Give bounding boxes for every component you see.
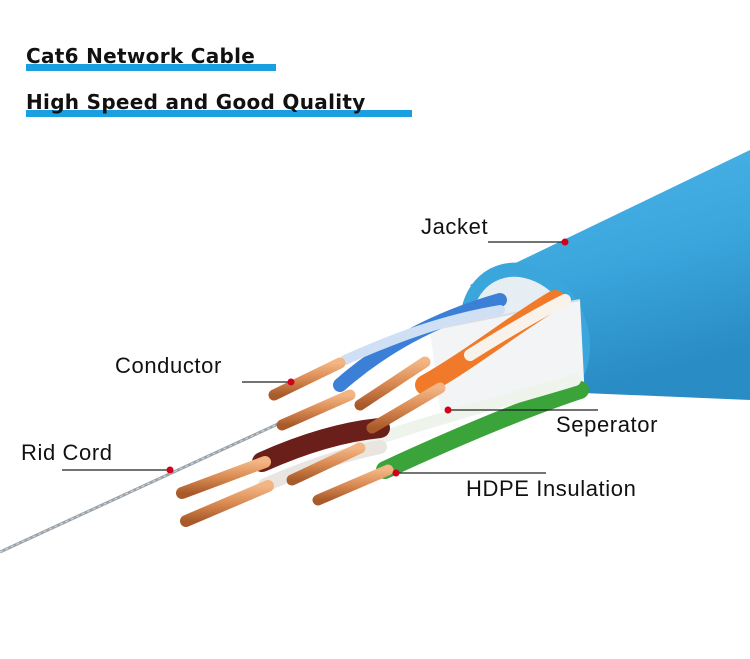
jacket-marker — [561, 238, 569, 246]
callout-markers — [166, 238, 569, 477]
conductor-marker — [287, 378, 295, 386]
copper-conductors — [176, 356, 446, 527]
page-subtitle: High Speed and Good Quality — [26, 90, 366, 114]
insulation-label: HDPE Insulation — [466, 476, 637, 501]
callout-leaders — [62, 241, 598, 474]
page-title: Cat6 Network Cable — [26, 44, 256, 68]
jacket-label: Jacket — [421, 214, 489, 239]
green-wire-pair — [354, 374, 589, 479]
separator-marker — [444, 406, 452, 414]
orange-wire-pair — [415, 290, 571, 395]
insulation-marker — [392, 469, 400, 477]
rid-cord-marker — [166, 466, 174, 474]
rid-cord-label: Rid Cord — [21, 440, 113, 465]
separator-label: Seperator — [556, 412, 659, 437]
blue-wire-pair — [333, 293, 507, 392]
subtitle-underline — [26, 110, 412, 117]
rip-cord — [0, 398, 331, 554]
conductor-label: Conductor — [115, 353, 222, 378]
title-underline — [26, 64, 276, 71]
